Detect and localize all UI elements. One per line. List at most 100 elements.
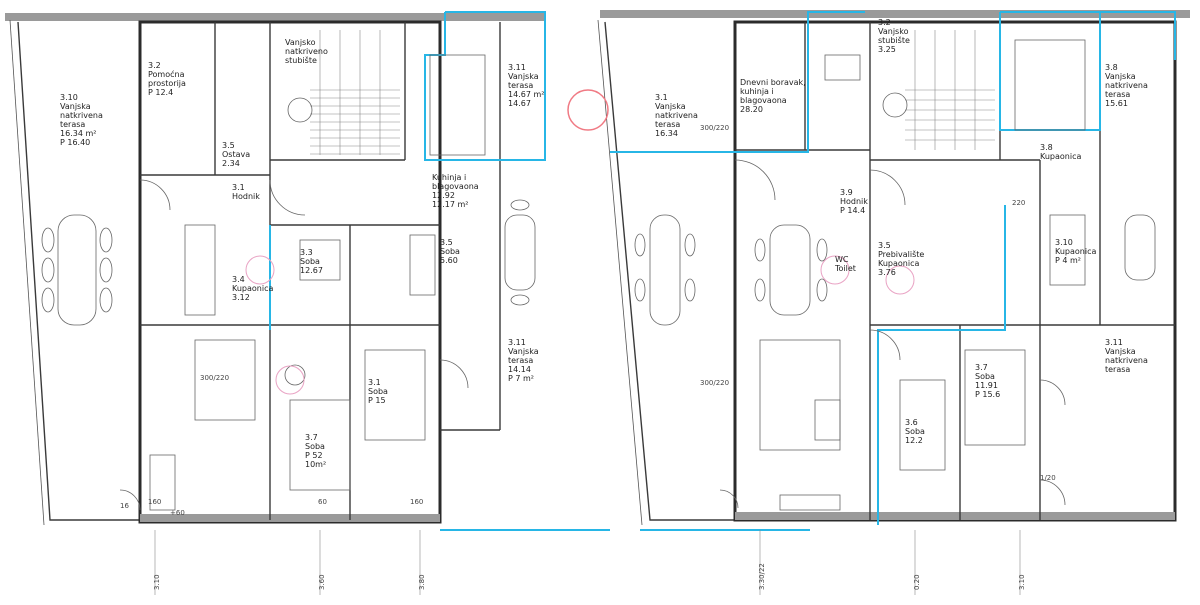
room-label-right-hall: 3.9 — [840, 188, 853, 197]
room-label-left-terrace: natkrivena — [60, 111, 103, 120]
room-label-left-terrace: Vanjska — [60, 102, 91, 111]
room-label-left-terrace-top: 14.67 m² — [508, 90, 544, 99]
room-label-right-terrace: natkrivena — [655, 111, 698, 120]
dimension-label: 300/220 — [700, 124, 729, 132]
room-label-left-room-a: 5.60 — [440, 256, 458, 265]
room-label-left-stair-top: Vanjsko — [285, 38, 316, 47]
room-label-right-room-a: Soba — [905, 427, 925, 436]
room-label-left-room-b: 12.67 — [300, 266, 323, 275]
room-label-left-kitchen: blagovaona — [432, 182, 479, 191]
room-label-right-terrace: terasa — [655, 120, 680, 129]
room-label-right-terrace-side: terasa — [1105, 365, 1130, 374]
room-label-right-hall: P 14.4 — [840, 206, 865, 215]
room-label-right-room-b: P 15.6 — [975, 390, 1000, 399]
room-label-right-bath2: 3.8 — [1040, 143, 1053, 152]
room-label-right-terrace-side: Vanjska — [1105, 347, 1136, 356]
room-label-left-laundry: P 12.4 — [148, 88, 173, 97]
room-label-left-kitchen: 12.92 — [432, 191, 455, 200]
room-label-left-bath: 3.12 — [232, 293, 250, 302]
room-label-right-dining: 28.20 — [740, 105, 763, 114]
room-label-right-stair: 3.2 — [878, 18, 891, 27]
room-label-right-guest: 3.5 — [878, 241, 891, 250]
room-label-left-terrace-top: 3.11 — [508, 63, 526, 72]
right-stair — [905, 30, 995, 150]
room-label-left-hall: Hodnik — [232, 192, 260, 201]
room-label-left-bath: Kupaonica — [232, 284, 273, 293]
room-label-left-kitchen: Kuhinja i — [432, 173, 466, 182]
room-label-left-kitchen: 12.17 m² — [432, 200, 468, 209]
dimension-label: 160 — [410, 498, 423, 506]
room-label-left-storage: 3.5 — [222, 141, 235, 150]
room-label-right-terrace: 3.1 — [655, 93, 668, 102]
room-label-left-hall: 3.1 — [232, 183, 245, 192]
room-label-left-balcony: terasa — [508, 356, 533, 365]
room-label-left-terrace-top: 14.67 — [508, 99, 531, 108]
dimension-label: 1/20 — [1040, 474, 1056, 482]
axis-label: 3.10 — [1018, 574, 1026, 590]
room-label-left-stair-top: stubište — [285, 55, 317, 65]
room-label-right-terrace: Vanjska — [655, 102, 686, 111]
room-label-left-terrace: terasa — [60, 120, 85, 129]
room-label-right-dining: blagovaona — [740, 96, 787, 105]
axis-label: 3.60 — [318, 574, 326, 590]
room-label-right-dining: Dnevni boravak, — [740, 78, 806, 87]
room-label-right-stair: 3.25 — [878, 45, 896, 54]
left-stair — [310, 30, 400, 155]
room-label-left-room-b: 3.3 — [300, 248, 313, 257]
room-label-right-bath: P 4 m² — [1055, 256, 1081, 265]
dimension-label: 160 — [148, 498, 161, 506]
room-label-left-room-b: Soba — [300, 257, 320, 266]
room-label-right-bath: Kupaonica — [1055, 247, 1096, 256]
room-label-left-laundry: Pomoćna — [148, 69, 185, 79]
dimension-label: +60 — [170, 509, 185, 517]
room-label-left-balcony: 14.14 — [508, 365, 531, 374]
room-label-left-laundry: prostorija — [148, 79, 186, 88]
room-label-left-room-c: P 15 — [368, 396, 386, 405]
room-label-right-guest: Kupaonica — [878, 259, 919, 268]
room-label-right-guest: Prebivalište — [878, 249, 924, 259]
room-label-left-room-main: P 52 — [305, 451, 323, 460]
room-label-right-guest: 3.76 — [878, 268, 896, 277]
axis-label: 3.10 — [153, 574, 161, 590]
dimension-label: 300/220 — [700, 379, 729, 387]
room-label-left-balcony: Vanjska — [508, 347, 539, 356]
dimension-label: 60 — [318, 498, 327, 506]
room-label-right-room-b: 11.91 — [975, 381, 998, 390]
room-label-left-terrace-top: Vanjska — [508, 72, 539, 81]
room-label-left-terrace: 3.10 — [60, 93, 78, 102]
right-plan — [597, 10, 1190, 595]
room-label-left-terrace: P 16.40 — [60, 138, 90, 147]
dimension-label: 300/220 — [200, 374, 229, 382]
room-label-right-terrace-top: Vanjska — [1105, 72, 1136, 81]
room-label-right-terrace-top: 15.61 — [1105, 99, 1128, 108]
room-label-left-room-main: 10m² — [305, 460, 326, 469]
dimension-label: 220 — [1012, 199, 1025, 207]
axis-label: 0.20 — [913, 574, 921, 590]
room-label-right-bath2: Kupaonica — [1040, 152, 1081, 161]
axis-label: 3.30/22 — [758, 563, 766, 590]
marker-circle — [567, 89, 609, 131]
room-label-right-room-a: 3.6 — [905, 418, 918, 427]
room-label-left-room-c: Soba — [368, 387, 388, 396]
room-label-right-room-b: Soba — [975, 372, 995, 381]
room-label-left-terrace: 16.34 m² — [60, 129, 96, 138]
room-label-right-bath: 3.10 — [1055, 238, 1073, 247]
room-label-right-dining: kuhinja i — [740, 87, 774, 96]
room-label-right-terrace-top: natkrivena — [1105, 81, 1148, 90]
room-label-left-room-main: Soba — [305, 442, 325, 451]
room-label-left-bath: 3.4 — [232, 275, 245, 284]
room-label-left-laundry: 3.2 — [148, 61, 161, 70]
room-label-right-terrace-top: terasa — [1105, 90, 1130, 99]
room-label-right-room-b: 3.7 — [975, 363, 988, 372]
room-label-left-terrace-top: terasa — [508, 81, 533, 90]
room-label-left-balcony: P 7 m² — [508, 374, 534, 383]
room-label-left-room-main: 3.7 — [305, 433, 318, 442]
room-label-left-room-a: 3.5 — [440, 238, 453, 247]
room-label-right-wc: Toilet — [834, 264, 856, 273]
room-label-right-room-a: 12.2 — [905, 436, 923, 445]
room-label-right-stair: Vanjsko — [878, 27, 909, 36]
room-label-right-stair: stubište — [878, 35, 910, 45]
dimension-label: 16 — [120, 502, 129, 510]
